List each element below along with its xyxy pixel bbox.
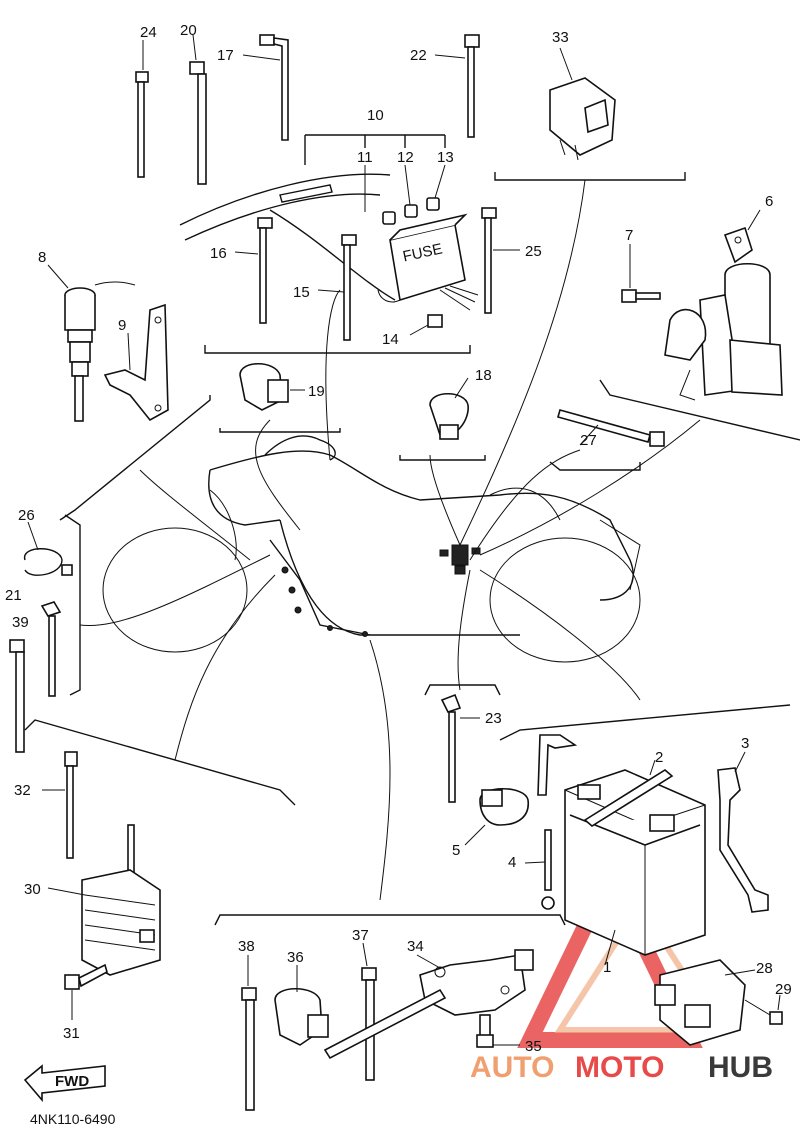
- label-19: 19: [308, 383, 325, 400]
- cable-tie-20: [189, 34, 207, 185]
- cable-tie-24: [135, 40, 149, 178]
- cable-tie-15: [317, 234, 357, 341]
- label-6: 6: [765, 193, 773, 210]
- label-25: 25: [525, 243, 542, 260]
- cable-tie-37: [361, 942, 377, 1081]
- clamp-36: [274, 965, 329, 1046]
- watermark-moto: MOTO: [575, 1051, 664, 1084]
- bolt-35: [476, 1014, 520, 1048]
- lead-4: [524, 734, 578, 910]
- fuse-box: FUSE: [377, 213, 479, 311]
- bracket-9: [103, 303, 169, 422]
- label-15: 15: [293, 284, 310, 301]
- cable-tie-21: [40, 601, 62, 697]
- label-22: 22: [410, 47, 427, 64]
- label-9: 9: [118, 317, 126, 334]
- label-14: 14: [382, 331, 399, 348]
- label-34: 34: [407, 938, 424, 955]
- label-31: 31: [63, 1025, 80, 1042]
- label-3: 3: [741, 735, 749, 752]
- strap-27: [557, 409, 665, 447]
- watermark-hub: HUB: [708, 1051, 773, 1084]
- cable-tie-16: [234, 217, 273, 324]
- label-32: 32: [14, 782, 31, 799]
- clamp-18: [429, 377, 469, 440]
- label-27: 27: [580, 432, 597, 449]
- label-33: 33: [552, 29, 569, 46]
- label-38: 38: [238, 938, 255, 955]
- label-36: 36: [287, 949, 304, 966]
- label-29: 29: [775, 981, 792, 998]
- clamp-5: [464, 788, 529, 846]
- label-30: 30: [24, 881, 41, 898]
- watermark-auto: AUTO: [470, 1051, 554, 1084]
- group-leader-lines: [79, 179, 701, 901]
- watermark-triangle-icon: [517, 856, 703, 1048]
- watermark-text: AUTO MOTO HUB: [470, 1051, 773, 1084]
- motorcycle-outline: [102, 435, 641, 663]
- screw-7: [621, 244, 661, 303]
- label-10: 10: [367, 107, 384, 124]
- fuse-11: [382, 211, 396, 225]
- label-12: 12: [397, 149, 414, 166]
- label-11: 11: [357, 149, 373, 166]
- battery-band-2: [583, 759, 674, 827]
- cable-tie-38: [241, 955, 257, 1111]
- label-7: 7: [625, 227, 633, 244]
- label-21: 21: [5, 587, 22, 604]
- label-8: 8: [38, 249, 46, 266]
- watermark-logo: [517, 856, 726, 1048]
- fuse-box-group: FUSE: [179, 164, 479, 336]
- fwd-arrow-icon: FWD: [23, 1064, 106, 1103]
- sensor-34: [323, 949, 534, 1060]
- relay-28: [654, 959, 756, 1046]
- fwd-label: FWD: [55, 1073, 89, 1090]
- label-4: 4: [508, 854, 516, 871]
- cable-tie-25: [481, 207, 520, 314]
- clamp-19: [239, 363, 305, 411]
- label-1: 1: [603, 959, 611, 976]
- diagram-code: 4NK110-6490: [30, 1111, 116, 1127]
- main-switch-6: [664, 209, 783, 401]
- label-37: 37: [352, 927, 369, 944]
- cable-tie-32: [42, 751, 78, 859]
- label-23: 23: [485, 710, 502, 727]
- screw-29: [744, 994, 783, 1025]
- cable-tie-17: [242, 34, 289, 141]
- label-26: 26: [18, 507, 35, 524]
- label-13: 13: [437, 149, 454, 166]
- cable-tie-23: [440, 693, 480, 803]
- label-17: 17: [217, 47, 234, 64]
- label-5: 5: [452, 842, 460, 859]
- label-18: 18: [475, 367, 492, 384]
- rectifier-30: [47, 824, 161, 976]
- label-20: 20: [180, 22, 197, 39]
- cable-tie-22: [434, 34, 480, 138]
- sensor-8: [47, 264, 136, 422]
- group-brackets: [24, 134, 800, 926]
- cable-tie-39: [9, 639, 25, 753]
- relay-33: [549, 47, 616, 161]
- screw-14: [409, 314, 443, 336]
- clamp-26: [24, 521, 73, 576]
- lead-3: [717, 751, 769, 913]
- bolt-31: [64, 963, 108, 1020]
- label-35: 35: [525, 1038, 542, 1055]
- part-labels: 1 2 3 4 5 6 7 8 9 10 11 12 13 14 15 16 1…: [5, 22, 792, 1055]
- fuse-12: [404, 204, 418, 218]
- label-28: 28: [756, 960, 773, 977]
- label-24: 24: [140, 24, 157, 41]
- label-39: 39: [12, 614, 29, 631]
- fuse-13: [426, 197, 440, 211]
- label-2: 2: [655, 749, 663, 766]
- label-16: 16: [210, 245, 227, 262]
